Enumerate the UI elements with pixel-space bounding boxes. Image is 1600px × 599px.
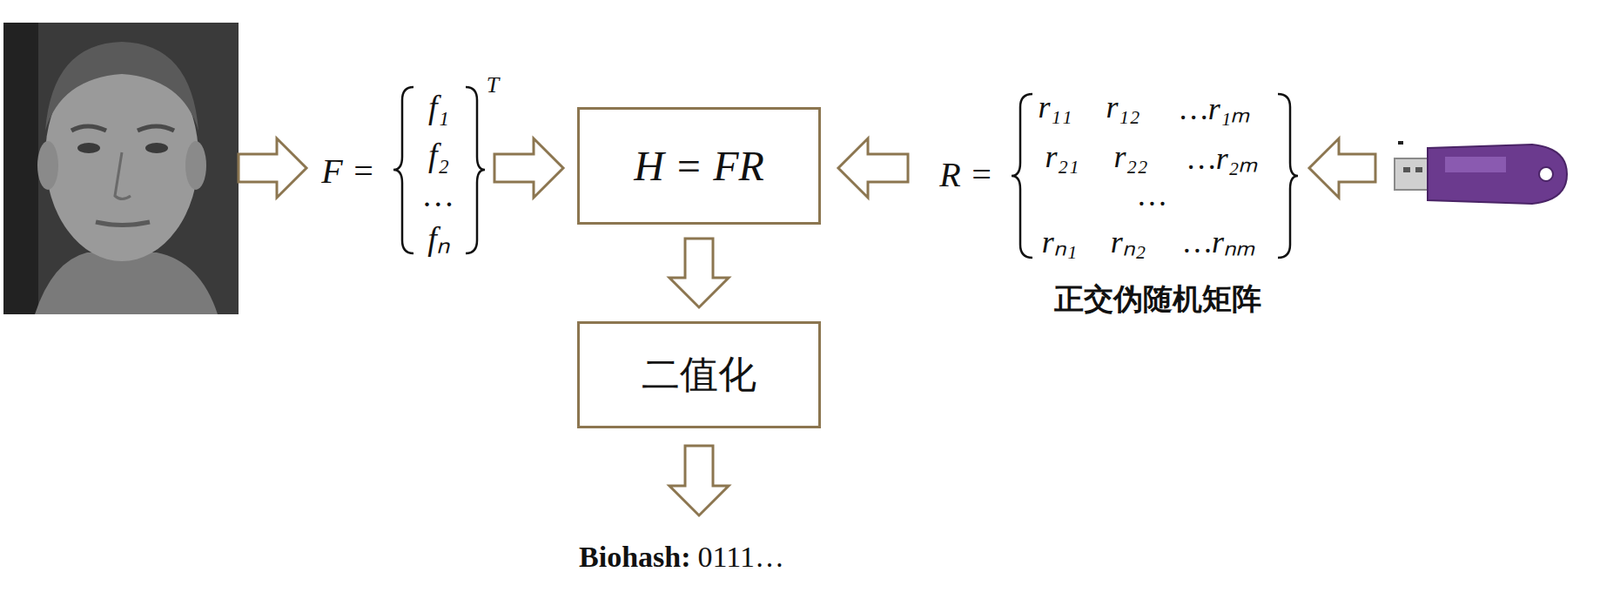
brace <box>1277 94 1298 258</box>
hollow-arrow <box>669 238 729 308</box>
usb-hole <box>1539 167 1553 182</box>
matrix-entry: …r₁ₘ <box>1180 86 1251 129</box>
result-value: 0111… <box>698 540 785 574</box>
matrix-entry: rₙ₂ <box>1110 219 1147 263</box>
ear <box>37 141 59 190</box>
process-box: H = FR <box>577 107 821 225</box>
hollow-arrow <box>838 138 908 198</box>
nose <box>114 152 131 200</box>
matrix-entry: rₙ₁ <box>1042 219 1078 263</box>
matrix-entry: r₂₂ <box>1113 138 1148 175</box>
usb-connector <box>1394 158 1430 190</box>
process-box: 二值化 <box>577 321 821 429</box>
brace <box>1011 94 1033 258</box>
usb-key <box>1394 141 1567 204</box>
usb-pin <box>1415 167 1423 173</box>
formula-text: F = <box>321 150 375 192</box>
face-photo <box>3 22 239 315</box>
hollow-arrow <box>238 138 307 198</box>
mouth <box>95 221 150 226</box>
usb-label <box>1445 156 1506 173</box>
result-row: Biohash:0111… <box>578 540 785 574</box>
hair <box>45 41 199 131</box>
vector-entry: … <box>423 175 454 215</box>
hollow-arrow <box>494 138 564 198</box>
matrix-entry: r₁₁ <box>1037 88 1072 126</box>
result-label: Biohash: <box>578 540 692 574</box>
hollow-arrow <box>669 445 729 516</box>
formula-text: R = <box>939 154 993 195</box>
box-text: 二值化 <box>641 349 757 401</box>
vector-entry: f₁ <box>428 87 450 127</box>
matrix-entry: … <box>1138 176 1167 214</box>
eye <box>77 142 101 154</box>
matrix-entry: …rₙₘ <box>1183 219 1256 263</box>
usb-body <box>1427 144 1567 204</box>
hollow-arrow <box>1309 138 1376 198</box>
transpose-mark: T <box>486 72 499 99</box>
eye <box>145 142 169 154</box>
matrix-entry: …r₂ₘ <box>1188 135 1259 179</box>
usb-mark <box>1398 141 1404 145</box>
box-text: H = FR <box>633 141 765 190</box>
vector-entry: f₂ <box>428 135 450 175</box>
brace <box>465 87 485 254</box>
photo-shadow <box>3 22 39 315</box>
brace <box>393 87 414 254</box>
usb-pin <box>1403 167 1411 173</box>
photo-background <box>3 22 239 315</box>
eyebrow <box>137 126 175 131</box>
caption-text: 正交伪随机矩阵 <box>1054 279 1262 320</box>
ear <box>185 141 207 190</box>
matrix-entry: r₂₁ <box>1044 138 1079 175</box>
neck <box>34 252 218 315</box>
vector-entry: fₙ <box>427 214 451 260</box>
eyebrow <box>71 126 107 131</box>
matrix-entry: r₁₂ <box>1105 88 1140 126</box>
